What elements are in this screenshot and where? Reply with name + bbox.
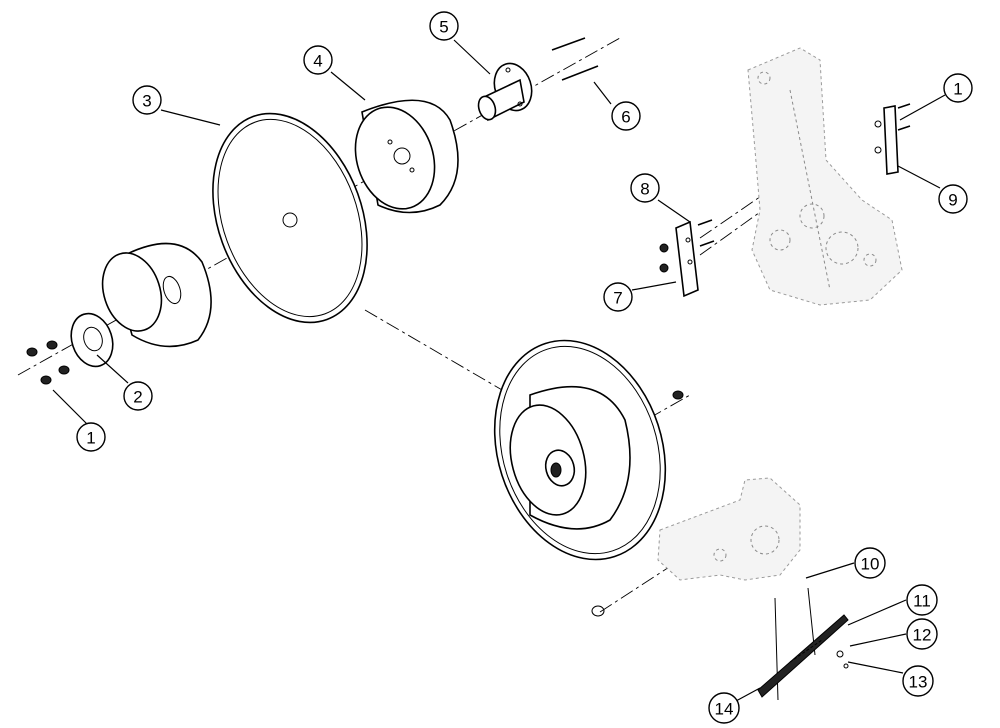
svg-text:10: 10 (861, 555, 880, 574)
svg-text:3: 3 (142, 92, 151, 111)
svg-text:1: 1 (953, 80, 962, 99)
callout-4: 4 (303, 45, 333, 75)
assembled-wheel (493, 339, 684, 561)
svg-text:12: 12 (913, 626, 932, 645)
callout-1-bottom-left: 1 (76, 422, 106, 452)
part-9-plate (874, 103, 911, 175)
svg-text:2: 2 (133, 388, 142, 407)
svg-text:5: 5 (439, 18, 448, 37)
lower-arm (657, 477, 801, 581)
callout-6: 6 (611, 101, 641, 131)
svg-text:7: 7 (613, 289, 622, 308)
svg-text:14: 14 (715, 700, 734, 719)
frame-bracket (747, 47, 903, 306)
part-4-wheel-half (354, 99, 459, 214)
part-6-studs (551, 37, 599, 81)
callout-12: 12 (906, 618, 938, 650)
scraper-assembly (591, 587, 849, 701)
callout-2: 2 (123, 381, 153, 411)
callout-10: 10 (854, 547, 886, 579)
svg-text:9: 9 (948, 191, 957, 210)
front-wheel-half (101, 242, 212, 348)
callout-9: 9 (938, 184, 968, 214)
svg-text:11: 11 (913, 592, 931, 611)
part-5-hub (477, 62, 533, 122)
svg-text:4: 4 (313, 52, 322, 71)
part-1-nuts (26, 340, 70, 385)
part-7-8-plate (659, 219, 715, 298)
callout-3: 3 (132, 85, 162, 115)
svg-text:8: 8 (640, 180, 649, 199)
callout-13: 13 (902, 665, 934, 697)
callout-8: 8 (630, 173, 660, 203)
part-2-flange (70, 312, 114, 368)
callout-7: 7 (603, 282, 633, 312)
svg-text:6: 6 (621, 108, 630, 127)
callout-1-top-right: 1 (943, 73, 973, 103)
callout-14: 14 (708, 692, 740, 724)
part-3-disc (212, 112, 368, 324)
callout-5: 5 (429, 11, 459, 41)
callout-11: 11 (906, 584, 938, 616)
svg-text:13: 13 (909, 673, 928, 692)
svg-text:1: 1 (86, 429, 95, 448)
leader-lines (52, 39, 946, 702)
